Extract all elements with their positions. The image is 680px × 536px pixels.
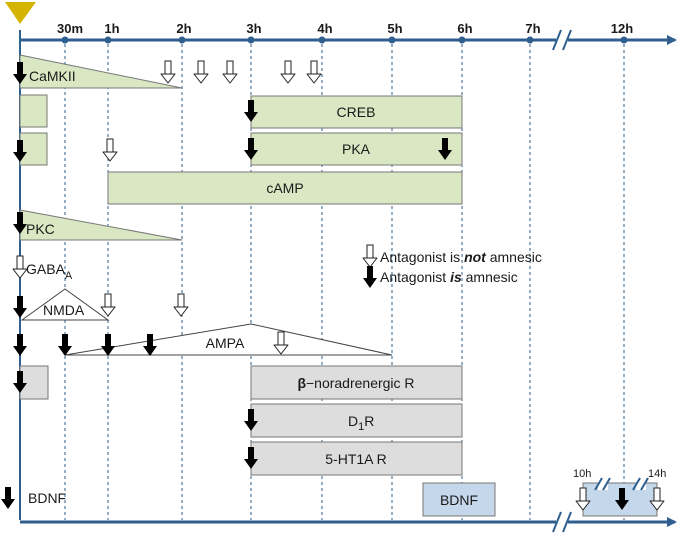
ampa-label: AMPA [206,335,245,351]
bdnf-left-label: BDNF [28,490,66,506]
tick-labels: 30m 1h 2h 3h 4h 5h 6h 7h 12h [57,21,633,36]
legend-not-amnesic: Antagonist is not amnesic [380,249,542,265]
hollow-arrow-icon [193,60,209,84]
pkc-row: PKC [13,209,183,241]
gaba-row: GABAA [12,255,73,282]
pka-row: PKA [13,132,463,166]
hollow-arrow-icon [12,255,28,279]
filled-arrow-icon [363,266,377,288]
ht1a-row: 5-HT1A R [244,441,463,476]
creb-row: CREB [19,94,463,129]
tick-label: 12h [611,21,633,36]
hollow-arrow-icon [222,60,238,84]
tick-label: 7h [525,21,540,36]
beta-row: β−noradrenergic R [13,365,463,400]
tick-label: 4h [317,21,332,36]
hollow-arrow-icon [102,138,118,162]
hollow-arrow-icon [280,60,296,84]
tick-label: 6h [457,21,472,36]
filled-arrow-icon [58,334,72,356]
nmda-label: NMDA [43,302,85,318]
label-10h: 10h [573,468,591,480]
hollow-arrow-icon [173,293,189,317]
bdnf-row: BDNF BDNF 10h 14h [1,468,666,517]
camp-label: cAMP [266,180,303,196]
filled-arrow-icon [1,487,15,509]
filled-arrow-icon [13,334,27,356]
training-start-marker [5,2,36,24]
hollow-arrow-icon [306,60,322,84]
legend: Antagonist is not amnesic Antagonist is … [362,244,542,288]
hollow-arrow-icon [100,293,116,317]
pkc-label: PKC [26,221,55,237]
tick-label: 3h [246,21,261,36]
tick-label: 30m [57,21,83,36]
top-axis [20,29,677,51]
hollow-arrow-icon [362,244,378,268]
label-14h: 14h [648,468,666,480]
camkii-label: CaMKII [29,68,76,84]
d1r-label: D1R [348,413,374,433]
ampa-row: AMPA [13,323,393,356]
bdnf-box-label: BDNF [440,492,478,508]
ht1a-label: 5-HT1A R [325,451,386,467]
hollow-arrow-icon [160,60,176,84]
creb-label: CREB [337,104,376,120]
tick-label: 1h [104,21,119,36]
legend-is-amnesic: Antagonist is amnesic [380,269,518,285]
beta-label: β−noradrenergic R [297,375,414,391]
pka-label: PKA [342,141,371,157]
d1r-row: D1R [244,403,463,438]
tick-label: 5h [387,21,402,36]
camkii-row: CaMKII [13,54,322,89]
camp-row: cAMP [107,171,463,205]
filled-arrow-icon [13,296,27,318]
tick-label: 2h [176,21,191,36]
bottom-axis [20,511,677,533]
gaba-label: GABAA [26,261,73,282]
nmda-row: NMDA [13,288,189,321]
